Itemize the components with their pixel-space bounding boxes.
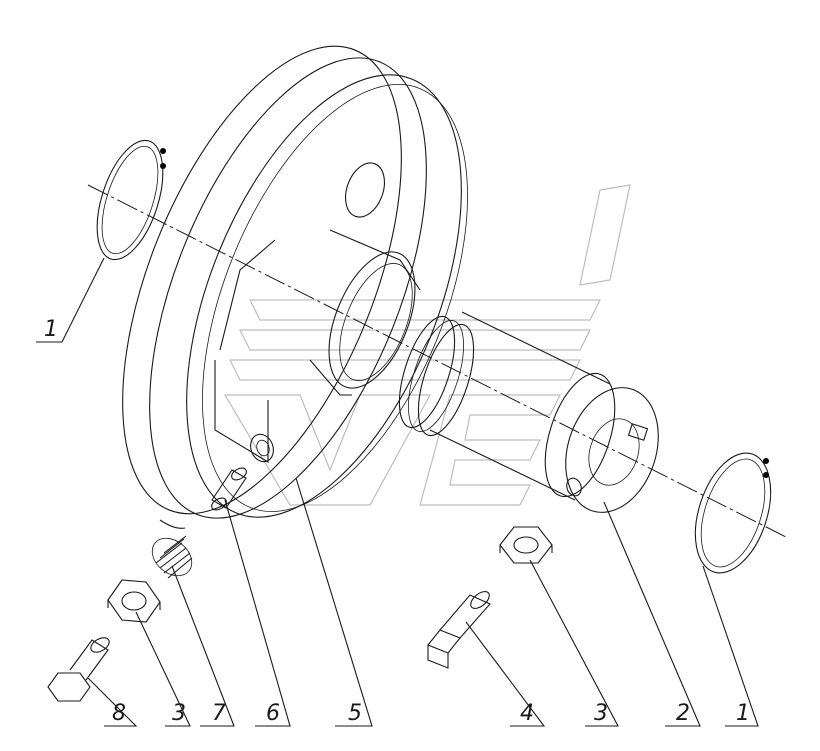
nut-left-part-3 [107,579,161,623]
callout-5: 5 [348,701,362,726]
callout-4: 4 [520,701,534,726]
screw-part-4 [427,591,491,669]
callout-1-right: 1 [736,701,750,726]
shaft-part-2 [398,311,659,513]
callout-8: 8 [112,701,126,726]
spring-part-7 [151,535,193,579]
pin-part-6 [211,467,247,511]
callout-3-right: 3 [594,701,608,726]
callout-6: 6 [266,701,280,726]
callout-2: 2 [676,701,690,726]
retaining-ring-right-part-1 [694,452,772,574]
callout-1-left: 1 [44,317,58,342]
nut-right-part-3 [499,526,553,564]
retaining-ring-left-part-1 [96,139,166,261]
pulley-wheel-part-5 [122,45,468,529]
watermark-logo [223,184,631,506]
bolt-part-8 [47,637,110,702]
center-axis-line [87,184,789,539]
callout-7: 7 [212,701,226,726]
callout-3-left: 3 [172,701,186,726]
leader-lines [36,257,759,727]
